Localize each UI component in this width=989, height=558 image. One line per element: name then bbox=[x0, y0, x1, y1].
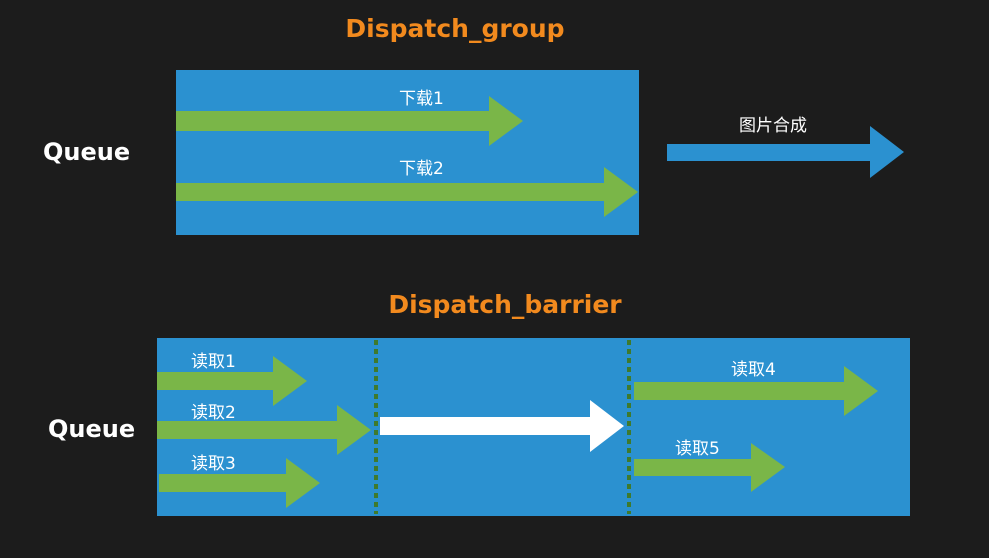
read-3-label: 读取3 bbox=[191, 454, 236, 474]
queue-label-barrier: Queue bbox=[48, 415, 136, 443]
read-4-label: 读取4 bbox=[731, 360, 776, 380]
group-queue-panel bbox=[176, 70, 639, 235]
download-1-arrow bbox=[176, 96, 523, 146]
read-2-label: 读取2 bbox=[191, 403, 236, 423]
dispatch-group-title: Dispatch_group bbox=[345, 14, 565, 43]
read-1-label: 读取1 bbox=[191, 352, 236, 372]
download-2-label: 下载2 bbox=[399, 159, 444, 179]
read-1-arrow bbox=[157, 356, 307, 406]
image-compose-arrow bbox=[667, 126, 904, 178]
read-5-label: 读取5 bbox=[675, 439, 720, 459]
read-3-arrow bbox=[159, 458, 320, 508]
dispatch-barrier-title: Dispatch_barrier bbox=[388, 290, 622, 319]
download-2-arrow bbox=[176, 167, 638, 217]
read-4-arrow bbox=[634, 366, 878, 416]
read-5-arrow bbox=[634, 443, 785, 492]
image-compose-label: 图片合成 bbox=[739, 116, 807, 136]
download-1-label: 下载1 bbox=[399, 89, 444, 109]
read-2-arrow bbox=[157, 405, 371, 455]
barrier-task-arrow bbox=[380, 400, 624, 452]
queue-label-group: Queue bbox=[43, 138, 131, 166]
